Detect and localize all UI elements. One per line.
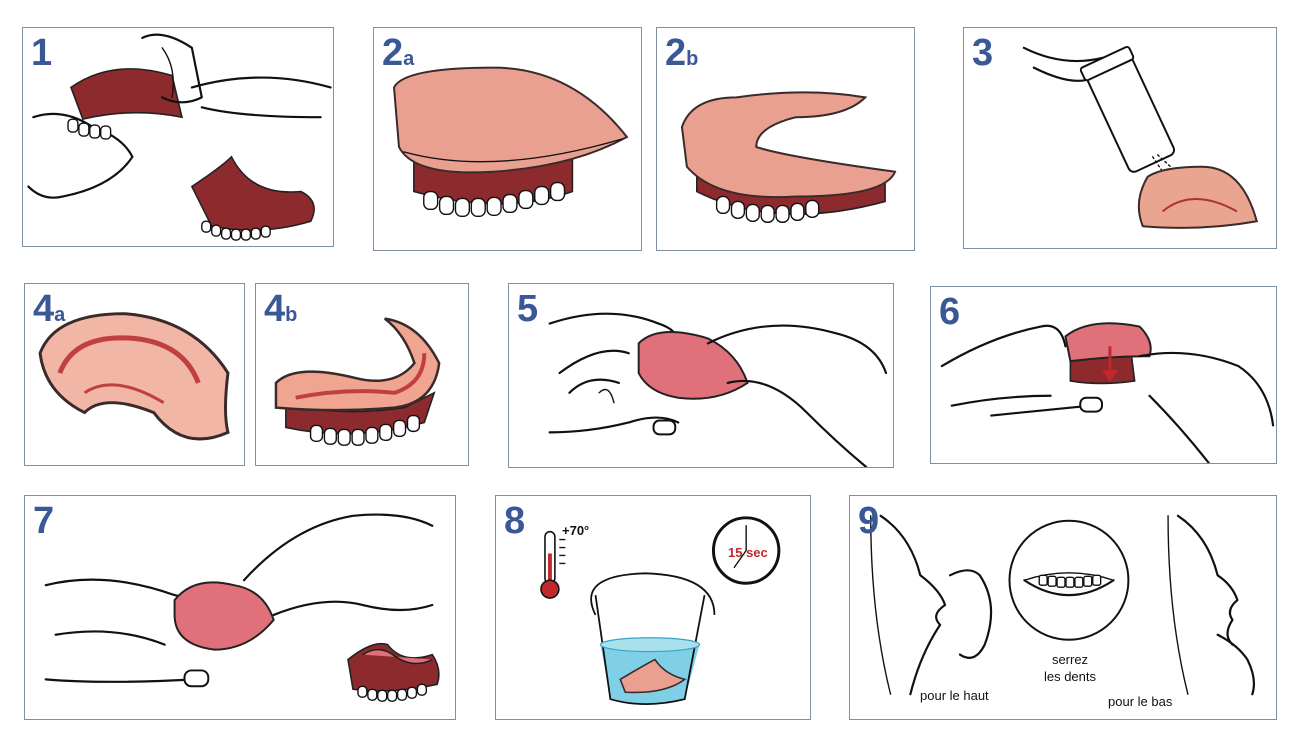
- smile-circle: [1008, 519, 1130, 641]
- step-9-panel: 9 pour le haut serrez les dents pour le …: [849, 495, 1277, 720]
- small-denture: [347, 642, 440, 702]
- caption-upper: pour le haut: [920, 688, 989, 703]
- step-5-illustration: [548, 312, 888, 467]
- step-number-5: 5: [517, 288, 539, 330]
- step-4b-panel: 4b: [255, 283, 469, 466]
- step-5-panel: 5: [508, 283, 894, 468]
- caption-lower: pour le bas: [1108, 694, 1173, 709]
- arrow-down-icon: [1102, 346, 1118, 382]
- step-number-4b: 4b: [264, 288, 298, 330]
- step-4a-panel: 4a: [24, 283, 245, 466]
- face-left: [870, 514, 993, 696]
- step-number-4a: 4a: [33, 288, 66, 330]
- step-number-2a: 2a: [382, 32, 415, 74]
- step-number-9: 9: [858, 500, 880, 542]
- face-right: [1167, 514, 1256, 696]
- step-2b-panel: 2b: [656, 27, 915, 251]
- step-4a-illustration: [38, 312, 230, 441]
- step-number-6: 6: [939, 291, 961, 333]
- thermometer-icon: [540, 530, 566, 599]
- caption-clench-line2: les dents: [1043, 669, 1097, 684]
- step-number-1: 1: [31, 32, 53, 74]
- step-4b-illustration: [274, 317, 441, 446]
- step-2a-panel: 2a: [373, 27, 642, 251]
- step-number-3: 3: [972, 32, 994, 74]
- step-3-panel: 3: [963, 27, 1277, 249]
- water-glass: [590, 572, 716, 705]
- step-6-illustration: [940, 322, 1275, 463]
- step-1-panel: 1: [22, 27, 334, 247]
- clock-icon: [711, 516, 781, 585]
- step-9-illustration: [870, 514, 1256, 696]
- small-denture: [190, 155, 315, 241]
- step-number-7: 7: [33, 500, 55, 542]
- step-7-panel: 7: [24, 495, 456, 720]
- step-8-illustration: [540, 516, 781, 705]
- step-6-panel: 6: [930, 286, 1277, 464]
- step-2b-illustration: [680, 91, 897, 223]
- step-3-illustration: [1022, 45, 1258, 229]
- temperature-label: +70°: [562, 523, 590, 538]
- step-number-2b: 2b: [665, 32, 699, 74]
- step-number-8: 8: [504, 500, 526, 542]
- caption-clench-line1: serrez: [1051, 652, 1089, 667]
- step-8-panel: 8 +70° 15 sec: [495, 495, 811, 720]
- step-2a-illustration: [393, 66, 629, 217]
- step-7-illustration: [44, 513, 440, 702]
- step-1-illustration: [27, 33, 332, 241]
- timer-label: 15 sec: [728, 545, 768, 560]
